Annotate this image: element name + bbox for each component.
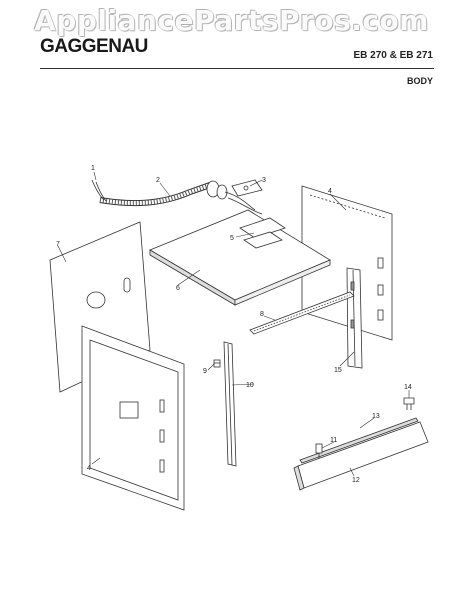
section-title: BODY bbox=[406, 76, 433, 86]
part-number-labels: 1 2 3 4 5 6 7 8 9 10 14 15 13 11 12 4 bbox=[56, 165, 412, 484]
vertical-strip bbox=[223, 341, 237, 467]
clip bbox=[403, 397, 415, 410]
top-panel bbox=[149, 209, 331, 306]
trim-strip bbox=[299, 417, 419, 464]
model-number: EB 270 & EB 271 bbox=[353, 50, 434, 61]
part-label-6: 6 bbox=[176, 285, 180, 292]
part-label-5: 5 bbox=[230, 235, 234, 242]
part-label-4-top: 4 bbox=[328, 188, 332, 195]
part-label-14: 14 bbox=[404, 384, 412, 391]
part-label-1: 1 bbox=[91, 165, 95, 172]
screw bbox=[213, 359, 221, 368]
brand-logo: GAGGENAU bbox=[40, 36, 148, 57]
rail-strip bbox=[249, 291, 355, 335]
flexible-hose bbox=[99, 180, 228, 207]
right-front-post bbox=[346, 267, 363, 369]
watermark-text: AppliancePartsPros.com bbox=[34, 4, 429, 37]
part-label-8: 8 bbox=[260, 311, 264, 318]
top-plate bbox=[239, 217, 286, 249]
part-label-12: 12 bbox=[352, 477, 360, 484]
leader-lines bbox=[57, 171, 410, 477]
front-side-panel bbox=[81, 325, 185, 511]
front-base-rail bbox=[293, 421, 429, 491]
part-label-13: 13 bbox=[372, 413, 380, 420]
part-label-3: 3 bbox=[262, 177, 266, 184]
part-label-7: 7 bbox=[56, 241, 60, 248]
part-label-10: 10 bbox=[246, 382, 254, 389]
part-label-15: 15 bbox=[334, 367, 342, 374]
cable-wires bbox=[91, 179, 263, 215]
part-label-9: 9 bbox=[203, 368, 207, 375]
part-label-2: 2 bbox=[156, 177, 160, 184]
header-rule bbox=[40, 68, 434, 69]
part-label-4-bottom: 4 bbox=[87, 465, 91, 472]
part-label-11: 11 bbox=[330, 437, 337, 444]
